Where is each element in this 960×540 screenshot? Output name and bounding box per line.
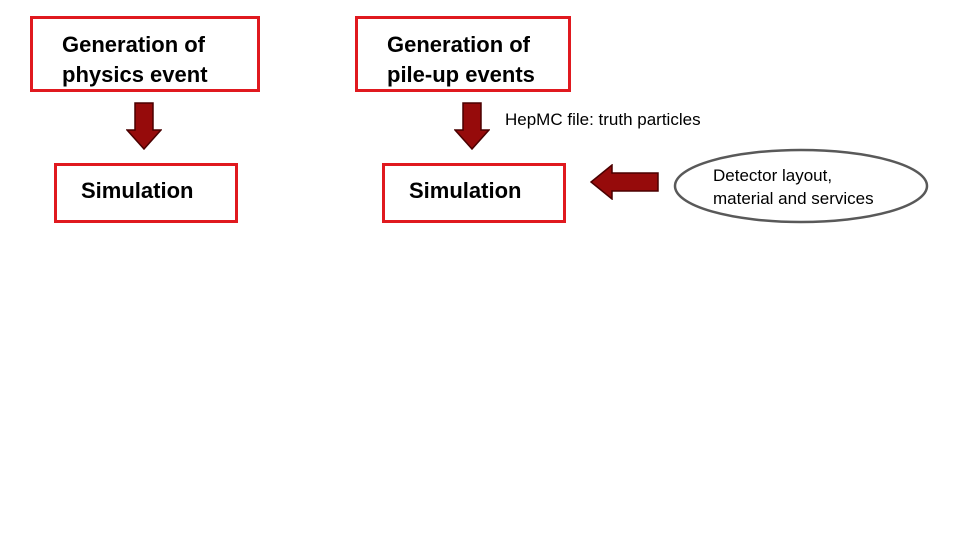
down-arrow-icon bbox=[454, 102, 490, 150]
detector-layout-ellipse bbox=[673, 148, 929, 224]
simulation-left-box: Simulation bbox=[54, 163, 238, 223]
simulation-right-label: Simulation bbox=[409, 178, 522, 203]
down-arrow-icon bbox=[126, 102, 162, 150]
generation-pileup-events-box: Generation of pile-up events bbox=[355, 16, 571, 92]
simulation-right-box: Simulation bbox=[382, 163, 566, 223]
simulation-left-label: Simulation bbox=[81, 178, 194, 203]
generation-physics-event-label: Generation of physics event bbox=[62, 32, 208, 87]
hepmc-file-label: HepMC file: truth particles bbox=[505, 110, 701, 129]
left-arrow-icon bbox=[590, 164, 659, 200]
detector-layout-label: Detector layout, material and services bbox=[713, 166, 874, 208]
generation-physics-event-box: Generation of physics event bbox=[30, 16, 260, 92]
generation-pileup-events-label: Generation of pile-up events bbox=[387, 32, 535, 87]
